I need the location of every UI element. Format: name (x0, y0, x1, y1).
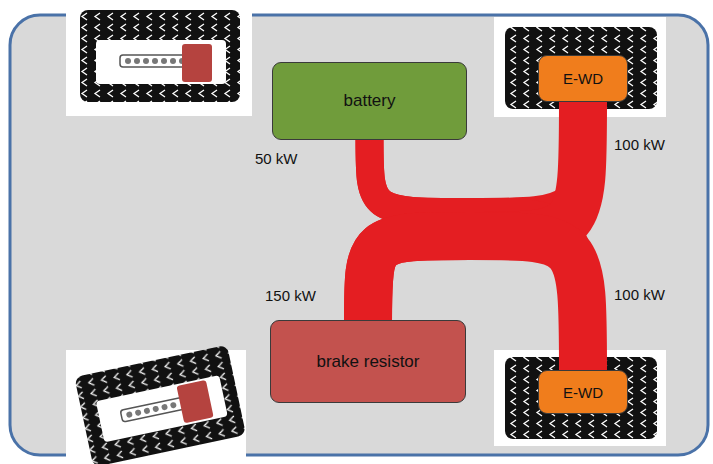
power-label: 100 kW (614, 286, 665, 303)
node-label: battery (344, 91, 396, 111)
power-label: 50 kW (255, 150, 298, 167)
front-wheel (80, 10, 240, 102)
power-label: 150 kW (265, 287, 316, 304)
driven-wheel (505, 357, 657, 439)
node-label: brake resistor (317, 352, 420, 372)
resistor-box: brake resistor (270, 320, 466, 403)
battery-box: battery (272, 62, 467, 140)
motor-box: E-WD (538, 55, 628, 102)
power-label: 100 kW (614, 136, 665, 153)
front-wheel (74, 345, 246, 464)
driven-wheel (505, 27, 657, 109)
node-label: E-WD (563, 384, 603, 401)
motor-box: E-WD (538, 370, 628, 414)
wheel-well (66, 0, 252, 116)
node-label: E-WD (563, 70, 603, 87)
